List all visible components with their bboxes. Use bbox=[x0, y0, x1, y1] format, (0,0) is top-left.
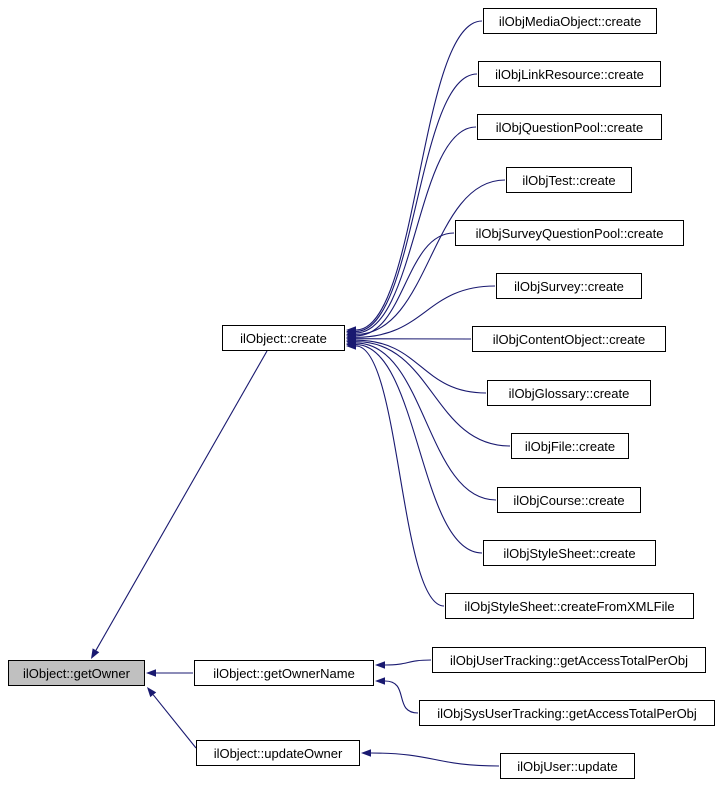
node-label: ilObjStyleSheet::create bbox=[503, 545, 636, 561]
node-label: ilObjCourse::create bbox=[513, 492, 625, 508]
node-label: ilObject::create bbox=[240, 330, 327, 346]
node-file[interactable]: ilObjFile::create bbox=[511, 433, 629, 459]
node-linkResource[interactable]: ilObjLinkResource::create bbox=[478, 61, 661, 87]
node-test[interactable]: ilObjTest::create bbox=[506, 167, 632, 193]
edge-test>create bbox=[355, 179, 506, 335]
arrowhead-create>getOwner bbox=[91, 648, 100, 659]
edge-sysUserTracking>getOwnerName bbox=[384, 680, 419, 714]
node-label: ilObjUserTracking::getAccessTotalPerObj bbox=[450, 652, 688, 668]
node-surveyQuestionPool[interactable]: ilObjSurveyQuestionPool::create bbox=[455, 220, 684, 246]
node-course[interactable]: ilObjCourse::create bbox=[497, 487, 641, 513]
arrowhead-getOwnerName>getOwner bbox=[146, 669, 156, 677]
edge-userUpdate>updateOwner bbox=[370, 752, 500, 767]
arrowhead-userTracking>getOwnerName bbox=[375, 661, 385, 669]
node-userTracking[interactable]: ilObjUserTracking::getAccessTotalPerObj bbox=[432, 647, 706, 673]
edge-survey>create bbox=[355, 285, 496, 338]
edge-course>create bbox=[355, 342, 497, 501]
node-label: ilObjUser::update bbox=[517, 758, 618, 774]
node-label: ilObjStyleSheet::createFromXMLFile bbox=[464, 598, 675, 614]
node-label: ilObject::getOwnerName bbox=[213, 665, 355, 681]
edge-updateOwner>getOwner bbox=[152, 694, 197, 749]
arrowhead-updateOwner>getOwner bbox=[147, 687, 157, 698]
node-styleSheet[interactable]: ilObjStyleSheet::create bbox=[483, 540, 656, 566]
node-label: ilObjFile::create bbox=[524, 438, 616, 454]
node-glossary[interactable]: ilObjGlossary::create bbox=[487, 380, 651, 406]
node-label: ilObjGlossary::create bbox=[508, 385, 630, 401]
edge-create>getOwner bbox=[95, 350, 268, 651]
node-create[interactable]: ilObject::create bbox=[222, 325, 345, 351]
edge-styleSheetXML>create bbox=[355, 345, 445, 607]
node-questionPool[interactable]: ilObjQuestionPool::create bbox=[477, 114, 662, 140]
node-label: ilObjLinkResource::create bbox=[495, 66, 644, 82]
node-userUpdate[interactable]: ilObjUser::update bbox=[500, 753, 635, 779]
arrowhead-styleSheetXML>create bbox=[346, 342, 356, 350]
node-survey[interactable]: ilObjSurvey::create bbox=[496, 273, 642, 299]
node-sysUserTracking[interactable]: ilObjSysUserTracking::getAccessTotalPerO… bbox=[419, 700, 715, 726]
node-label: ilObjSurveyQuestionPool::create bbox=[475, 225, 664, 241]
node-updateOwner[interactable]: ilObject::updateOwner bbox=[196, 740, 360, 766]
node-label: ilObjMediaObject::create bbox=[498, 13, 642, 29]
edge-styleSheet>create bbox=[355, 343, 483, 554]
node-label: ilObject::updateOwner bbox=[213, 745, 343, 761]
node-label: ilObjQuestionPool::create bbox=[495, 119, 644, 135]
node-label: ilObjSurvey::create bbox=[514, 278, 624, 294]
edge-mediaObject>create bbox=[355, 20, 483, 331]
edge-linkResource>create bbox=[355, 73, 478, 333]
edge-questionPool>create bbox=[355, 126, 477, 334]
edge-glossary>create bbox=[355, 339, 487, 394]
node-label: ilObjContentObject::create bbox=[492, 331, 646, 347]
node-label: ilObjTest::create bbox=[522, 172, 616, 188]
node-label: ilObjSysUserTracking::getAccessTotalPerO… bbox=[437, 705, 697, 721]
node-getOwnerName[interactable]: ilObject::getOwnerName bbox=[194, 660, 374, 686]
arrowhead-sysUserTracking>getOwnerName bbox=[375, 677, 385, 685]
arrowhead-userUpdate>updateOwner bbox=[361, 749, 371, 757]
node-mediaObject[interactable]: ilObjMediaObject::create bbox=[483, 8, 657, 34]
node-styleSheetXML[interactable]: ilObjStyleSheet::createFromXMLFile bbox=[445, 593, 694, 619]
node-contentObject[interactable]: ilObjContentObject::create bbox=[472, 326, 666, 352]
edge-surveyQuestionPool>create bbox=[355, 232, 455, 337]
node-getOwner: ilObject::getOwner bbox=[8, 660, 145, 686]
edge-file>create bbox=[355, 341, 511, 447]
edge-userTracking>getOwnerName bbox=[384, 659, 432, 666]
node-label: ilObject::getOwner bbox=[23, 665, 130, 681]
